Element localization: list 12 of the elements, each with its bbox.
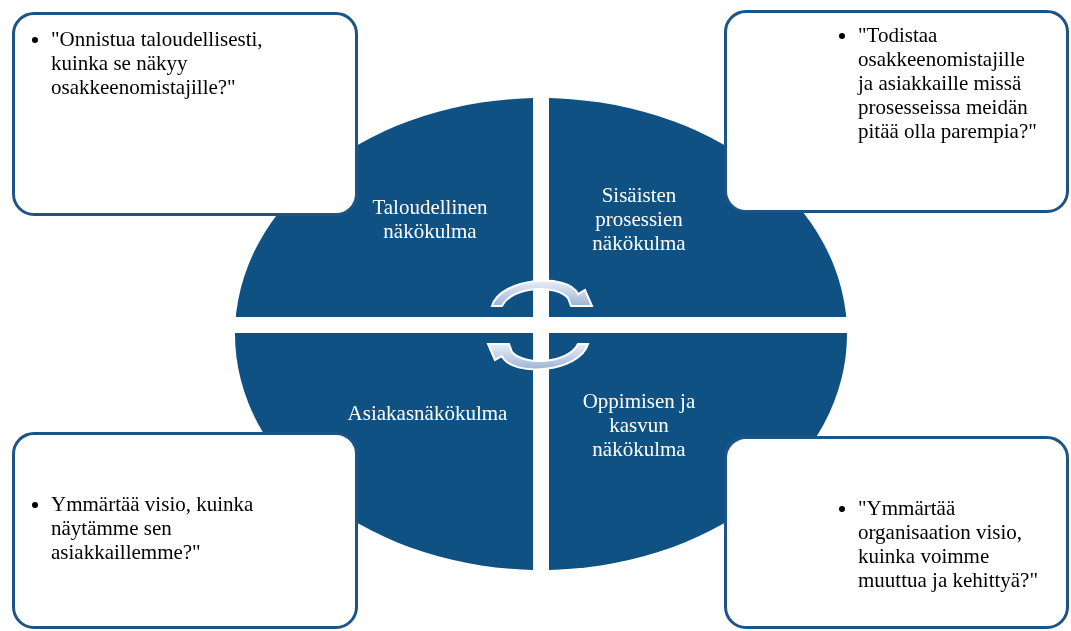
bullet-text: Ymmärtää visio, kuinka näytämme sen asiakkaillemme?" <box>51 492 255 564</box>
quadrant-label: Taloudellinen näkökulma <box>371 195 489 243</box>
bullet-text: "Todistaa osakkeenomistajille ja asiakkaille missä prosesseissa meidän pitää olla parempia?" <box>858 23 1038 143</box>
bullet-text: "Ymmärtää organisaation visio, kuinka voimme muuttua ja kehittyä?" <box>858 496 1040 592</box>
bullet-text: "Onnistua taloudellisesti, kuinka se näkyy osakkeenomistajille?" <box>51 27 264 99</box>
quadrant-label: Asiakasnäkökulma <box>346 401 509 425</box>
quadrant-label: Sisäisten prosessien näkökulma <box>591 183 687 255</box>
quadrant-label: Oppimisen ja kasvun näkökulma <box>581 389 697 461</box>
text-card <box>724 10 1069 213</box>
text-card <box>12 12 358 216</box>
text-card <box>724 436 1069 629</box>
text-card <box>12 432 358 629</box>
